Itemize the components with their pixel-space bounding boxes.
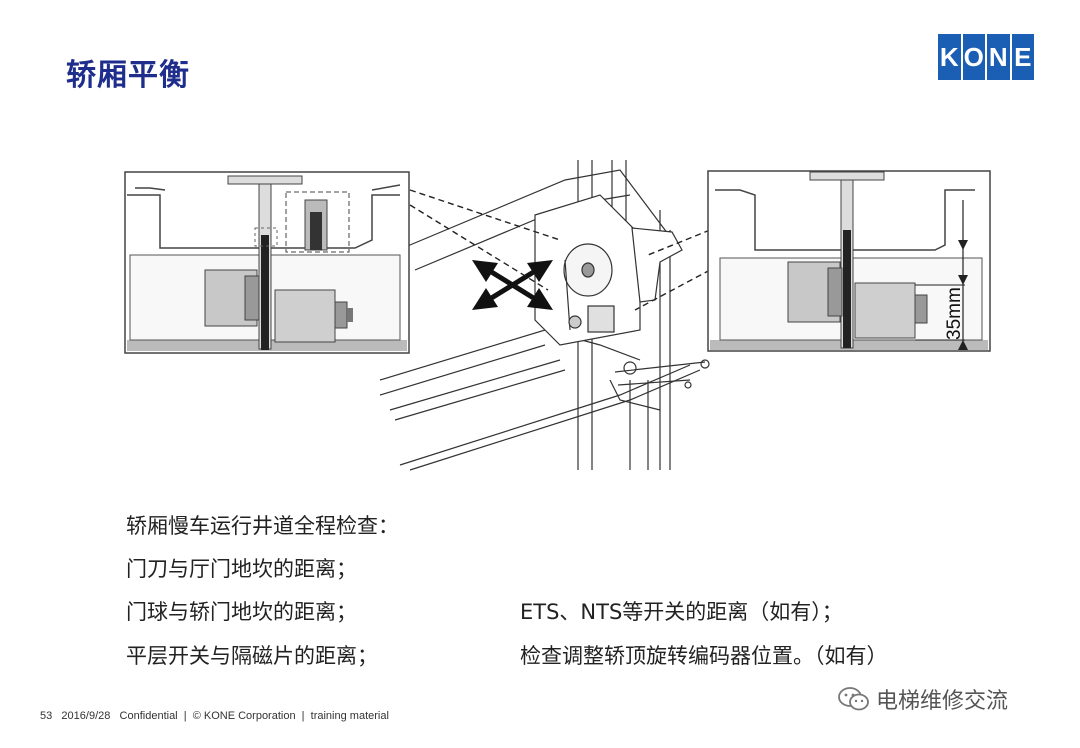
watermark: 电梯维修交流 [838,683,1008,715]
dimension-label: 35mm [944,287,965,340]
left-detail-view [124,171,410,354]
logo-letter: K [938,34,961,80]
slide-title: 轿厢平衡 [66,58,190,93]
movement-arrows-icon [472,260,553,310]
instruction-line: 门球与轿门地坎的距离； [126,600,357,624]
instruction-line: ETS、NTS等开关的距离（如有）； [520,600,843,624]
instruction-line: 检查调整轿顶旋转编码器位置。（如有） [520,644,888,668]
watermark-text: 电梯维修交流 [876,689,1009,714]
logo-letter: E [1011,34,1034,80]
instruction-line: 轿厢慢车运行井道全程检查： [126,514,399,538]
instruction-line: 门刀与厅门地坎的距离； [126,557,357,581]
detail-leader-lines [409,189,711,311]
right-detail-view [707,170,991,352]
page-number: 53 [40,710,53,722]
slide-footer: 53 2016/9/28 Confidential | © KONE Corpo… [40,710,389,722]
footer-date: 2016/9/28 [61,710,111,722]
instruction-line: 平层开关与隔磁片的距离； [126,644,378,668]
logo-letter: O [962,34,985,80]
footer-text: Confidential | © KONE Corporation | trai… [119,710,389,722]
center-isometric-view [379,160,710,471]
kone-logo: K O N E [938,34,1034,80]
wechat-icon [838,687,869,711]
logo-letter: N [987,34,1010,80]
